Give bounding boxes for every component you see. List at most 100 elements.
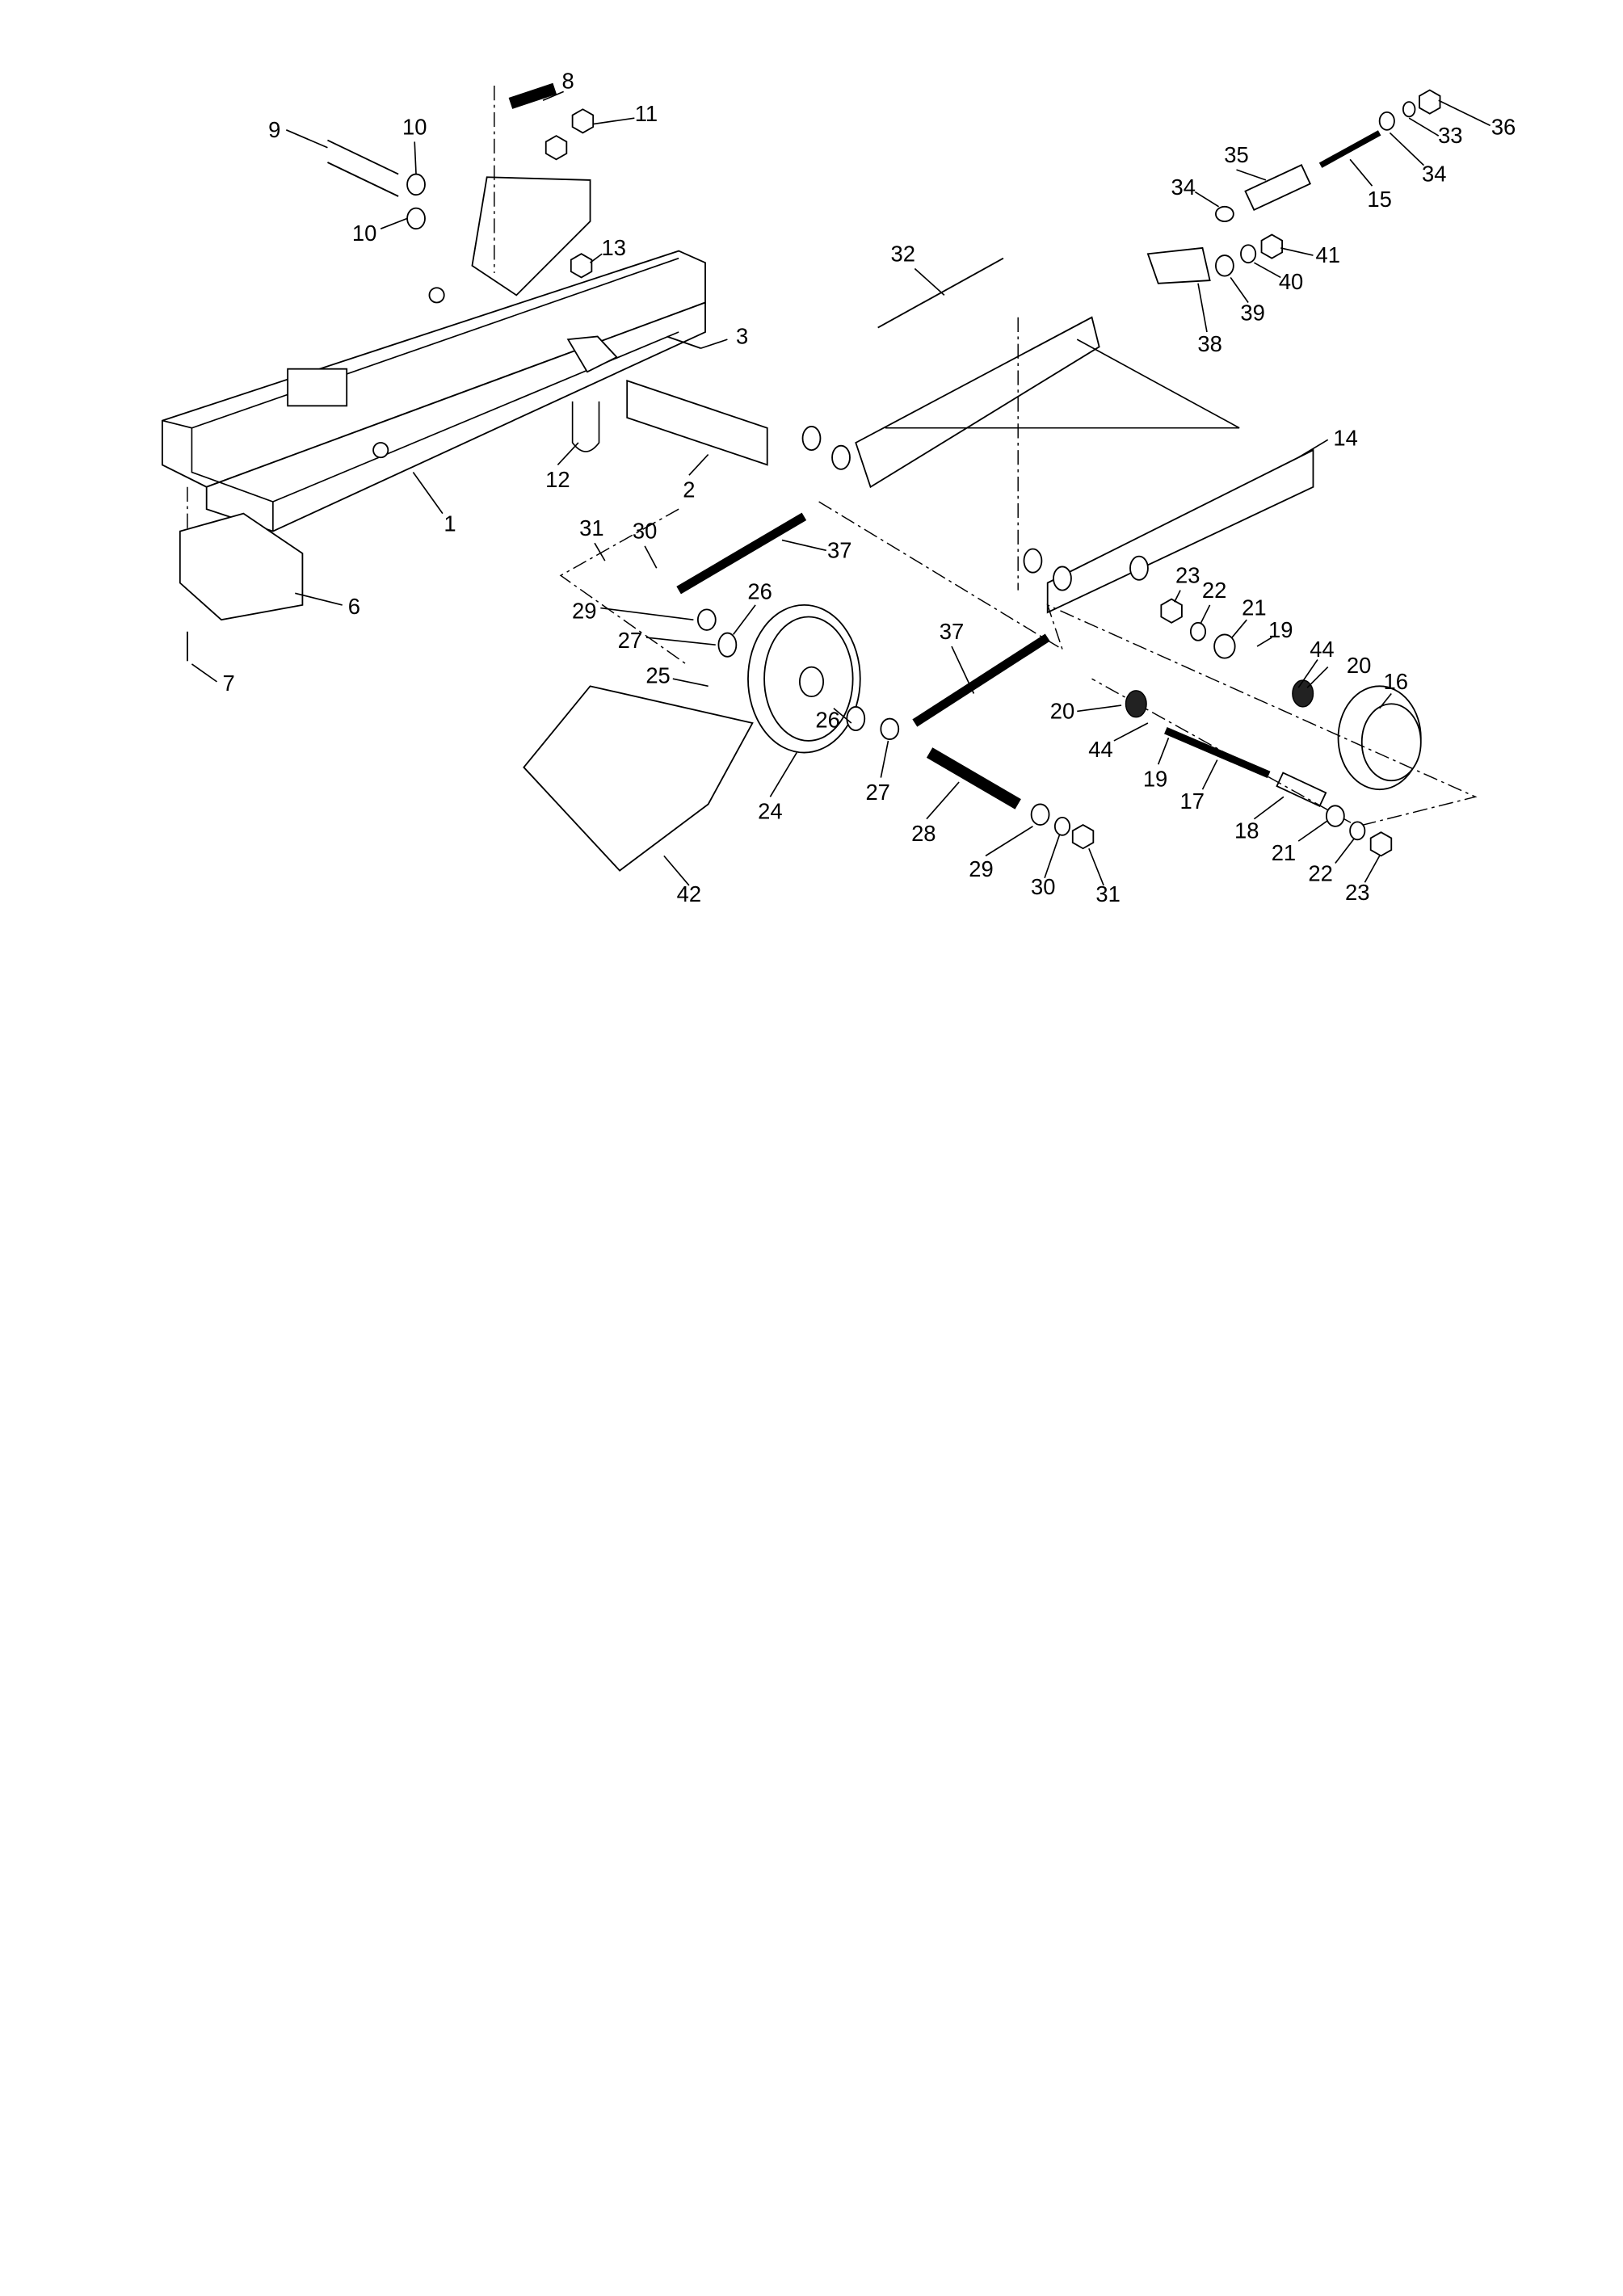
label-27: 27: [618, 628, 642, 653]
leader-line: [1088, 847, 1104, 886]
wheel: [747, 603, 861, 754]
washer: [1053, 566, 1072, 591]
label-12: 12: [545, 467, 570, 492]
leader-line: [1194, 191, 1220, 208]
leader-line: [951, 645, 975, 694]
leader-line: [380, 217, 408, 229]
leader-line: [557, 442, 579, 465]
label-37: 37: [940, 619, 964, 644]
label-9: 9: [268, 117, 280, 142]
label-44: 44: [1310, 637, 1334, 662]
label-22: 22: [1308, 860, 1332, 885]
label-26: 26: [747, 579, 772, 604]
arm: [676, 512, 807, 595]
leader-line: [1230, 276, 1249, 303]
washer: [1215, 205, 1234, 222]
label-14: 14: [1333, 426, 1357, 451]
label-10: 10: [402, 114, 427, 139]
leader-line: [645, 637, 716, 646]
leader-line: [1335, 837, 1356, 864]
label-13: 13: [602, 235, 626, 260]
leader-line: [414, 141, 417, 175]
leader-line: [1044, 835, 1061, 879]
washer: [406, 207, 426, 230]
leader-line: [1236, 169, 1267, 181]
label-19: 19: [1143, 767, 1167, 792]
label-39: 39: [1240, 300, 1264, 325]
leader-line: [295, 592, 343, 606]
washer: [880, 717, 900, 741]
axle: [1164, 726, 1271, 779]
leader-line: [1306, 667, 1329, 688]
leader-line: [1113, 722, 1149, 742]
washer: [846, 706, 866, 732]
washer: [1030, 803, 1050, 826]
shaft: [926, 747, 1021, 809]
leader-line: [733, 604, 756, 635]
label-23: 23: [1345, 880, 1369, 905]
label-2: 2: [683, 477, 695, 503]
label-34: 34: [1171, 175, 1196, 200]
label-22: 22: [1202, 578, 1226, 603]
rubber-track: [523, 685, 754, 872]
u-bolt: [571, 401, 600, 452]
leader-line: [1200, 604, 1211, 624]
leader-line: [1077, 704, 1122, 713]
label-29: 29: [572, 598, 596, 623]
bolt: [666, 335, 701, 349]
label-28: 28: [911, 821, 936, 846]
threaded-rod: [1318, 130, 1381, 168]
washer: [696, 608, 717, 631]
washer: [1402, 101, 1416, 118]
collar: [1276, 772, 1327, 808]
nut: [1260, 233, 1284, 259]
spring: [1244, 164, 1312, 212]
washer: [1215, 254, 1234, 277]
leader-line: [1256, 637, 1272, 647]
label-20: 20: [1347, 653, 1371, 678]
washer: [717, 632, 738, 658]
leader-line: [1408, 117, 1440, 137]
washer: [1023, 548, 1043, 574]
leader-line: [985, 826, 1033, 857]
leader-line: [644, 545, 658, 569]
label-34: 34: [1422, 162, 1446, 187]
label-31: 31: [579, 515, 603, 540]
label-24: 24: [758, 799, 782, 824]
idler-wheel: [1337, 685, 1422, 791]
label-23: 23: [1175, 563, 1200, 588]
leader-line: [880, 740, 889, 778]
label-21: 21: [1272, 840, 1296, 865]
leader-line: [781, 539, 826, 552]
label-37: 37: [827, 537, 851, 562]
label-16: 16: [1384, 669, 1408, 694]
label-33: 33: [1438, 123, 1462, 148]
leader-line: [914, 267, 945, 296]
label-31: 31: [1095, 881, 1120, 906]
nut: [1419, 89, 1441, 115]
leader-line: [1174, 590, 1181, 603]
leader-line: [1201, 759, 1218, 790]
nut: [570, 253, 593, 279]
leader-line: [833, 708, 852, 724]
leader-line: [672, 678, 708, 688]
leader-line: [926, 781, 960, 820]
leader-line: [1297, 439, 1329, 458]
leader-line: [191, 663, 217, 683]
label-18: 18: [1234, 818, 1259, 843]
label-32: 32: [891, 241, 915, 266]
label-20: 20: [1050, 699, 1074, 724]
arm: [912, 633, 1050, 727]
long-bolt: [877, 257, 1004, 329]
link-plate: [1146, 246, 1211, 284]
leader-line: [1280, 247, 1314, 256]
washer: [831, 444, 851, 470]
leader-line: [1254, 262, 1281, 279]
leader-line: [1297, 819, 1329, 842]
leader-line: [1231, 619, 1247, 638]
bearing: [1125, 690, 1147, 718]
washer: [1240, 244, 1257, 264]
leader-lines: [191, 90, 1491, 886]
